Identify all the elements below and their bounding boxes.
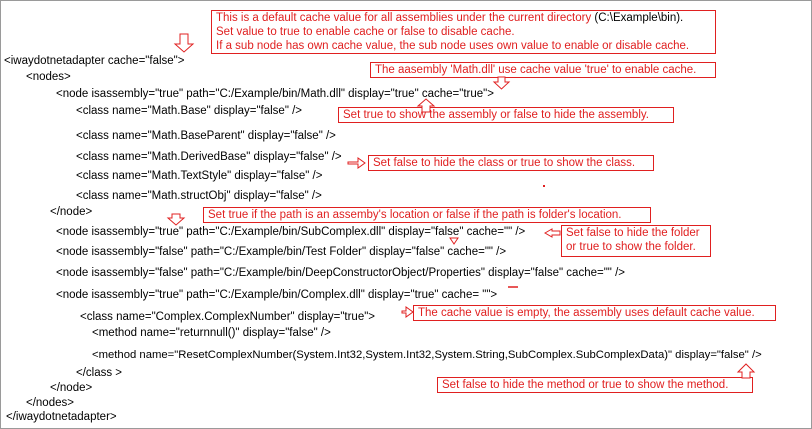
arrow-up-icon [736, 363, 756, 379]
code-line-node-math: <node isassembly="true" path="C:/Example… [56, 88, 494, 100]
marker-dot [543, 185, 545, 187]
code-line-node-close-2: </node> [50, 382, 93, 394]
note-hide-folder-line1: Set false to hide the folder [566, 227, 700, 239]
note-default-cache: This is a default cache value for all as… [211, 10, 716, 54]
note-default-cache-path: (C:\Example\bin). [594, 12, 684, 24]
arrow-left-icon [543, 228, 561, 238]
code-line-class-baseparent: <class name="Math.BaseParent" display="f… [76, 130, 336, 142]
note-default-cache-line2: Set value to true to enable cache or fal… [216, 26, 515, 38]
arrow-right-icon [347, 157, 366, 169]
code-line-root-close: </iwaydotnetadapter> [6, 411, 117, 423]
code-line-method-reset: <method name="ResetComplexNumber(System.… [92, 349, 762, 361]
arrow-down-icon [492, 76, 511, 90]
code-line-nodes-close: </nodes> [26, 397, 74, 409]
arrow-right-icon [401, 306, 414, 318]
note-path-location: Set true if the path is an assemby's loc… [203, 207, 651, 223]
code-line-class-complexnumber: <class name="Complex.ComplexNumber" disp… [80, 311, 376, 323]
code-line-node-complex: <node isassembly="true" path="C:/Example… [56, 289, 498, 301]
code-line-class-close: </class > [76, 367, 123, 379]
note-hide-method: Set false to hide the method or true to … [437, 377, 753, 393]
note-assembly-cache: The aasembly 'Math.dll' use cache value … [370, 62, 716, 78]
note-default-cache-line3: If a sub node has own cache value, the s… [216, 40, 690, 52]
note-show-assembly: Set true to show the assembly or false t… [338, 107, 674, 123]
code-line-method-returnnull: <method name="returnnull()" display="fal… [92, 327, 331, 339]
note-hide-folder-line2: or true to show the folder. [566, 241, 696, 253]
code-line-nodes-open: <nodes> [26, 71, 71, 83]
arrow-down-icon [166, 213, 186, 226]
arrow-down-icon [173, 33, 195, 53]
note-hide-folder: Set false to hide the folder or true to … [561, 225, 711, 257]
code-line-class-derivedbase: <class name="Math.DerivedBase" display="… [76, 151, 342, 163]
code-line-class-structobj: <class name="Math.structObj" display="fa… [76, 190, 322, 202]
arrow-up-icon [416, 98, 436, 113]
code-line-class-textstyle: <class name="Math.TextStyle" display="fa… [76, 170, 323, 182]
code-line-node-properties: <node isassembly="false" path="C:/Exampl… [56, 267, 625, 279]
code-line-class-base: <class name="Math.Base" display="false" … [76, 105, 303, 117]
code-line-node-close: </node> [50, 206, 93, 218]
note-cache-empty: The cache value is empty, the assembly u… [413, 305, 776, 321]
note-default-cache-line1: This is a default cache value for all as… [216, 12, 592, 24]
code-line-root-open: <iwaydotnetadapter cache="false"> [4, 55, 185, 67]
note-hide-class: Set false to hide the class or true to s… [368, 155, 654, 171]
code-line-node-subcomplex: <node isassembly="true" path="C:/Example… [56, 226, 526, 238]
code-line-node-testfolder: <node isassembly="false" path="C:/Exampl… [56, 246, 507, 258]
